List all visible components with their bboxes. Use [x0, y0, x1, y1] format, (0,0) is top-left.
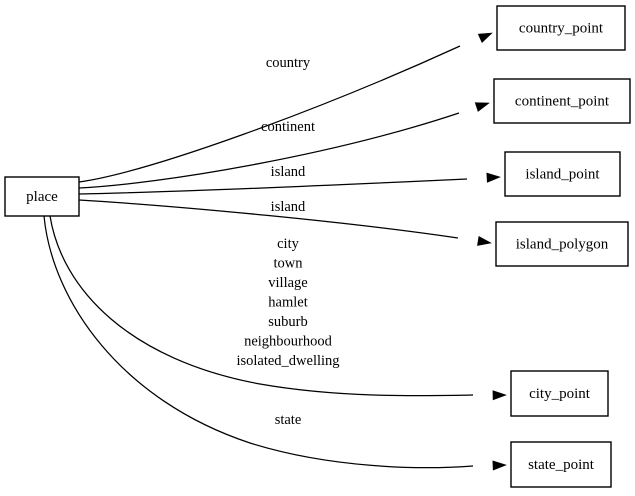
arrowhead-icon [474, 102, 490, 112]
node-box [4, 176, 80, 217]
arrowhead-icon [492, 390, 507, 401]
edge-line [43, 215, 474, 469]
node-box [493, 78, 631, 124]
edge-label-line: isolated_dwelling [236, 353, 339, 369]
arrowhead-icon [477, 235, 492, 246]
edge-label-line: village [268, 275, 307, 291]
edge-line [49, 215, 474, 397]
edge-place-island_polygon[interactable] [78, 199, 492, 248]
edge-line [78, 112, 460, 189]
nodes-layer: place country_point continent_point island_… [4, 5, 631, 488]
edge-place-city_point[interactable] [49, 215, 507, 401]
edge-label-line: country [266, 55, 311, 71]
node-label: island_polygon [516, 236, 609, 252]
edge-labels-layer: country continent island island city town vill… [236, 55, 339, 428]
node-island_point[interactable]: island_point [504, 151, 621, 197]
edge-label: state [275, 412, 302, 428]
node-box [510, 370, 609, 417]
edge-place-country_point[interactable] [78, 29, 494, 183]
node-city_point[interactable]: city_point [510, 370, 609, 417]
node-place[interactable]: place [4, 176, 80, 217]
edge-label-line: continent [261, 119, 315, 135]
node-box [496, 5, 626, 51]
node-label: place [26, 189, 58, 205]
edge-place-continent_point[interactable] [78, 99, 490, 189]
node-label: country_point [519, 20, 604, 36]
edge-label: island [271, 199, 306, 215]
edge-place-island_point[interactable] [78, 172, 501, 195]
edge-label: country [266, 55, 311, 71]
node-island_polygon[interactable]: island_polygon [495, 221, 629, 267]
node-box [510, 441, 612, 488]
edge-label-line: city [277, 236, 299, 252]
edge-label: island [271, 164, 306, 180]
node-country_point[interactable]: country_point [496, 5, 626, 51]
edge-label-line: state [275, 412, 302, 428]
edge-line [78, 45, 461, 183]
node-label: island_point [525, 166, 600, 182]
edge-label: city town village hamlet suburb neighbourhood… [236, 236, 339, 369]
node-label: state_point [528, 457, 595, 473]
edges-layer [43, 29, 507, 471]
edge-label-line: town [274, 256, 304, 272]
edge-label-line: island [271, 164, 306, 180]
arrowhead-icon [492, 460, 507, 471]
edge-label-line: suburb [268, 314, 307, 330]
edge-label-line: hamlet [268, 295, 307, 311]
node-box [504, 151, 621, 197]
edge-label-line: neighbourhood [244, 334, 333, 350]
edge-line [78, 199, 459, 239]
node-label: continent_point [515, 93, 610, 109]
node-state_point[interactable]: state_point [510, 441, 612, 488]
arrowhead-icon [477, 32, 493, 43]
node-box [495, 221, 629, 267]
edge-label-line: island [271, 199, 306, 215]
arrowhead-icon [486, 172, 501, 183]
node-label: city_point [529, 386, 591, 402]
node-continent_point[interactable]: continent_point [493, 78, 631, 124]
edge-place-state_point[interactable] [43, 215, 507, 471]
edge-label: continent [261, 119, 315, 135]
edge-line [78, 178, 468, 195]
